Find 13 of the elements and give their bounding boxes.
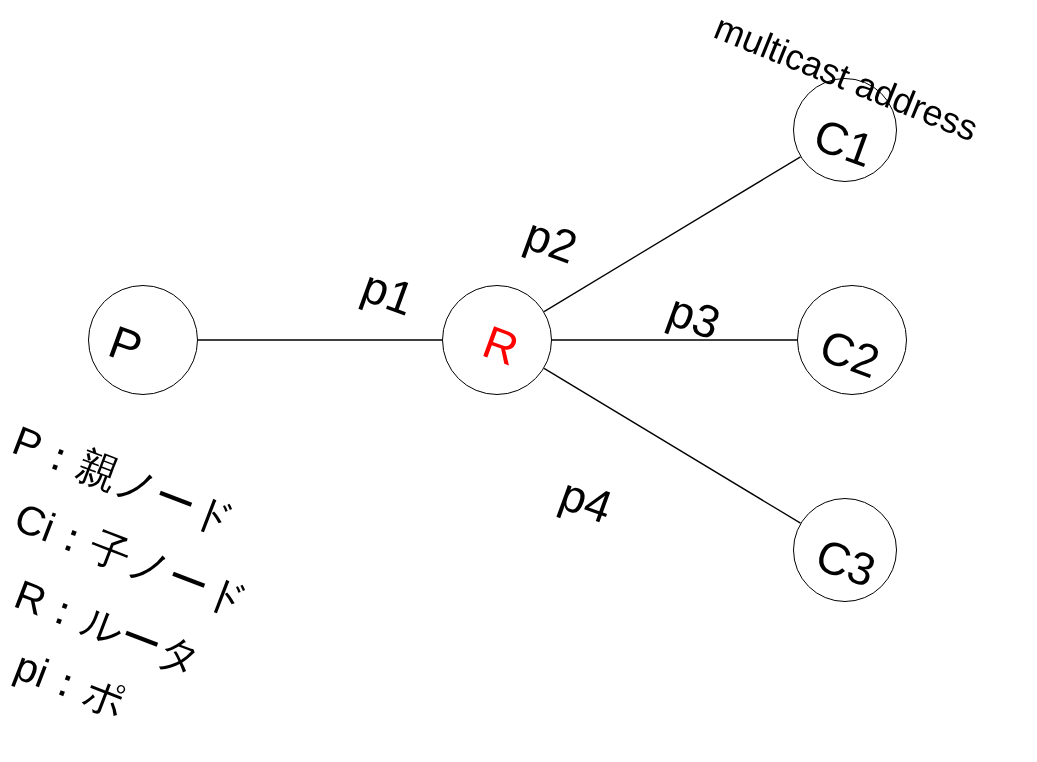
- edge-label: p3: [662, 286, 727, 347]
- node-label: C3: [810, 531, 882, 595]
- connector-line: [543, 156, 802, 313]
- edge-label: p4: [554, 470, 619, 531]
- node-label: P: [103, 318, 148, 372]
- node-label: R: [477, 318, 525, 373]
- connector-line: [543, 367, 802, 524]
- node-label: C2: [814, 322, 886, 386]
- edge-label: p1: [356, 262, 421, 323]
- legend-text: pi：ポ: [9, 645, 132, 725]
- connector-line: [551, 339, 798, 341]
- edge-label: p2: [519, 210, 584, 271]
- connector-line: [197, 339, 443, 341]
